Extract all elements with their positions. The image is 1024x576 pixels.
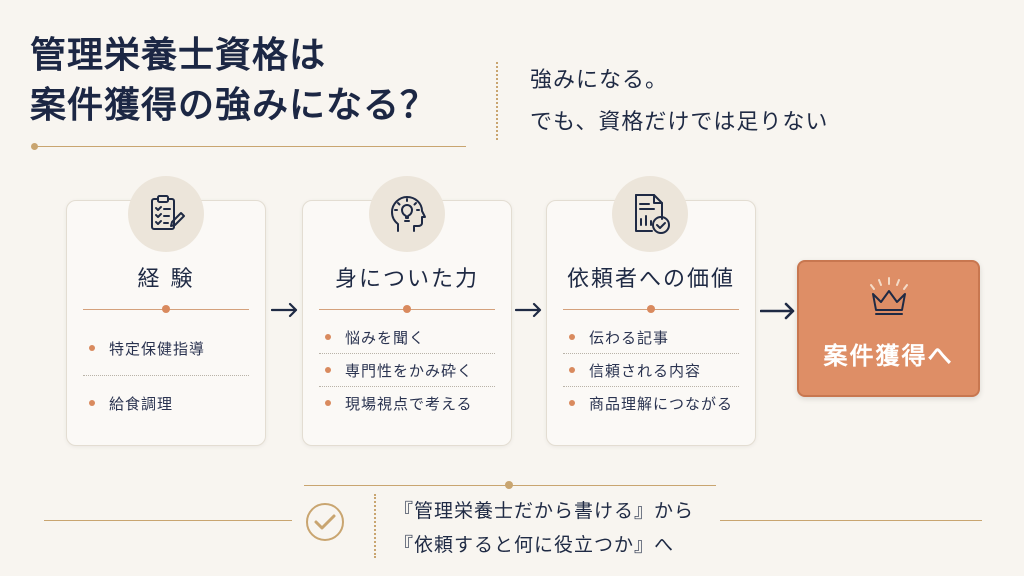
conclusion-top-dot (505, 481, 513, 489)
list-item: 給食調理 (83, 376, 249, 430)
list-item: 伝わる記事 (563, 321, 739, 354)
bullet-icon (325, 400, 331, 406)
intro-line-2: でも、資格だけでは足りない (530, 110, 829, 135)
title-line-1: 管理栄養士資格は (30, 34, 327, 76)
document-chart-check-icon (612, 176, 688, 252)
list-item: 専門性をかみ砕く (319, 354, 495, 387)
conclusion-text: 『管理栄養士だから書ける』から 『依頼すると何に役立つか』へ (394, 494, 694, 562)
check-circle-icon (306, 503, 344, 541)
conclusion-right-rule (720, 520, 982, 521)
card-title: 依頼者への価値 (566, 267, 735, 292)
head-lightbulb-icon (369, 176, 445, 252)
list-item: 信頼される内容 (563, 354, 739, 387)
list-item: 現場視点で考える (319, 387, 495, 419)
card-divider-dot (403, 305, 411, 313)
bullet-icon (89, 400, 95, 406)
clipboard-checklist-icon (128, 176, 204, 252)
bullet-icon (569, 334, 575, 340)
intro-text: 強みになる。 でも、資格だけでは足りない (530, 60, 828, 144)
arrow-right-icon (515, 302, 542, 318)
bullet-icon (325, 367, 331, 373)
card-title: 経 験 (137, 267, 195, 292)
conclusion-line-1: 『管理栄養士だから書ける』から (394, 500, 695, 522)
title-line-2: 案件獲得の強みになる？ (30, 84, 438, 126)
conclusion-left-rule (44, 520, 292, 521)
list-item: 特定保健指導 (83, 321, 249, 376)
title-underline (34, 146, 466, 147)
card-list: 特定保健指導 給食調理 (83, 321, 249, 430)
card-divider-dot (162, 305, 170, 313)
card-list: 悩みを聞く 専門性をかみ砕く 現場視点で考える (319, 321, 495, 419)
goal-box: 案件獲得へ (797, 260, 980, 397)
bullet-icon (325, 334, 331, 340)
conclusion-divider (374, 494, 376, 558)
list-item: 商品理解につながる (563, 387, 739, 419)
page-title: 管理栄養士資格は 案件獲得の強みになる？ (30, 30, 437, 130)
goal-label: 案件獲得へ (823, 341, 954, 370)
bullet-icon (569, 367, 575, 373)
card-title: 身についた力 (334, 267, 479, 292)
bullet-icon (569, 400, 575, 406)
card-list: 伝わる記事 信頼される内容 商品理解につながる (563, 321, 739, 419)
list-item: 悩みを聞く (319, 321, 495, 354)
arrow-right-icon (760, 302, 795, 320)
arrow-right-icon (271, 302, 298, 318)
card-divider-dot (647, 305, 655, 313)
vertical-divider (496, 62, 498, 140)
title-underline-dot (31, 143, 38, 150)
conclusion-line-2: 『依頼すると何に役立つか』へ (394, 534, 675, 556)
crown-icon (870, 277, 908, 315)
intro-line-1: 強みになる。 (530, 68, 669, 93)
bullet-icon (89, 345, 95, 351)
